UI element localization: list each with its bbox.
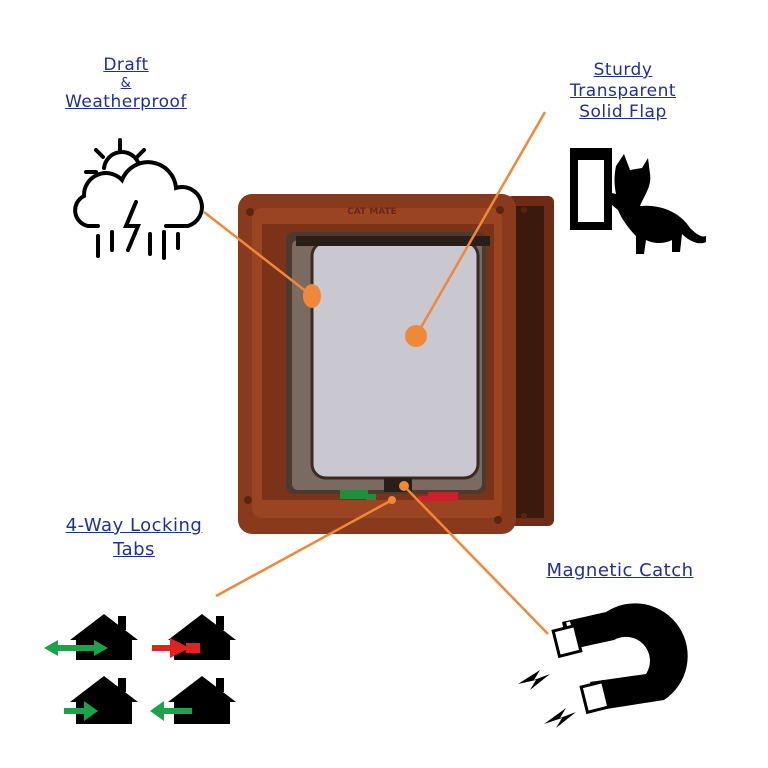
- label-magnetic-catch: Magnetic Catch: [546, 560, 694, 581]
- label-lock-line2: Tabs: [113, 539, 155, 560]
- label-draft-weatherproof: Draft & Weatherproof: [56, 55, 196, 113]
- lock-tab-green: [340, 490, 368, 499]
- label-draft-line3: Weatherproof: [65, 92, 187, 112]
- magnet-icon: [518, 603, 688, 728]
- cat-flap-icon: [570, 148, 706, 254]
- label-transparent-flap: Sturdy Transparent Solid Flap: [548, 60, 698, 123]
- label-draft-line2: &: [120, 76, 132, 91]
- label-lock-line1: 4-Way Locking: [65, 515, 203, 536]
- label-flap-line1: Sturdy: [593, 60, 653, 80]
- storm-cloud-icon: [73, 138, 204, 260]
- callout-dots: [303, 284, 427, 504]
- brand-text: CAT MATE: [347, 207, 397, 217]
- lock-tab-red: [428, 492, 458, 501]
- callout-lines: [203, 111, 549, 635]
- label-draft-line1: Draft: [103, 55, 149, 75]
- label-flap-line3: Solid Flap: [579, 102, 667, 122]
- label-flap-line2: Transparent: [569, 81, 677, 101]
- house-lock-icon: [44, 614, 236, 724]
- cat-flap-product: CAT MATE: [238, 194, 554, 534]
- transparent-flap: [312, 242, 478, 478]
- label-locking-tabs: 4-Way Locking Tabs: [44, 514, 224, 562]
